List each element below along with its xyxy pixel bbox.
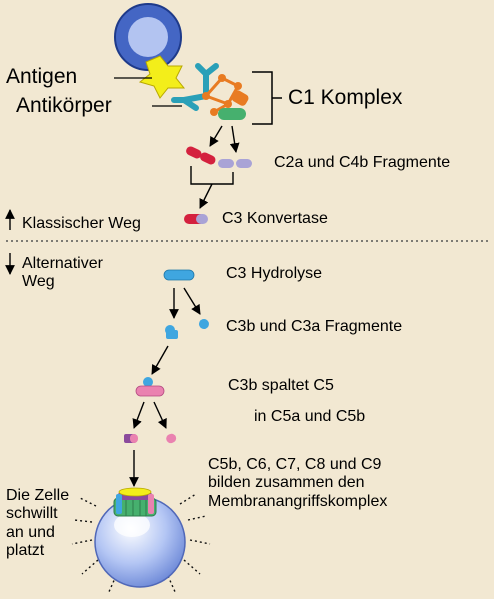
c5b-c5a-fragments [124,433,177,444]
fragments-fork [190,166,234,185]
arrow-to-konvertase [199,183,213,209]
arrow-to-c5 [151,345,169,375]
c3b-c3a-fragments [165,319,209,339]
c1-complex [202,74,249,120]
lysing-cell [71,487,211,595]
c1-bracket [252,71,282,125]
arrows-c5-split [132,401,167,429]
arrows-c1-to-fragments [209,125,240,153]
label-c1-komplex: C1 Komplex [288,86,403,109]
antigen-shape [138,55,186,99]
c3-shape [163,269,195,281]
label-antigen: Antigen [6,65,78,88]
label-c3b-spaltet-c5: C3b spaltet C5 [228,377,334,394]
mac-pore [113,487,157,517]
label-c5a-c5b: in C5a und C5b [254,408,366,425]
label-alternativer-weg: Alternativer Weg [22,255,103,291]
pathogen-cell [114,3,182,71]
label-antikoerper: Antikörper [16,94,112,117]
label-pointers [114,77,182,107]
label-zelle-platzt: Die Zelle schwillt an und platzt [6,487,70,560]
c5-shape [135,377,165,397]
label-c3b-c3a: C3b und C3a Fragmente [226,318,403,335]
c3-konvertase-shape [184,214,208,224]
label-klassischer-weg: Klassischer Weg [22,215,141,232]
arrows-c3-split [169,287,201,319]
label-c2a-c4b: C2a und C4b Fragmente [274,154,451,171]
c2a-c4b-fragments [186,146,252,168]
label-c3-konvertase: C3 Konvertase [222,210,328,227]
label-mac: C5b, C6, C7, C8 und C9 bilden zusammen d… [208,456,388,510]
label-c3-hydrolyse: C3 Hydrolyse [226,265,323,282]
